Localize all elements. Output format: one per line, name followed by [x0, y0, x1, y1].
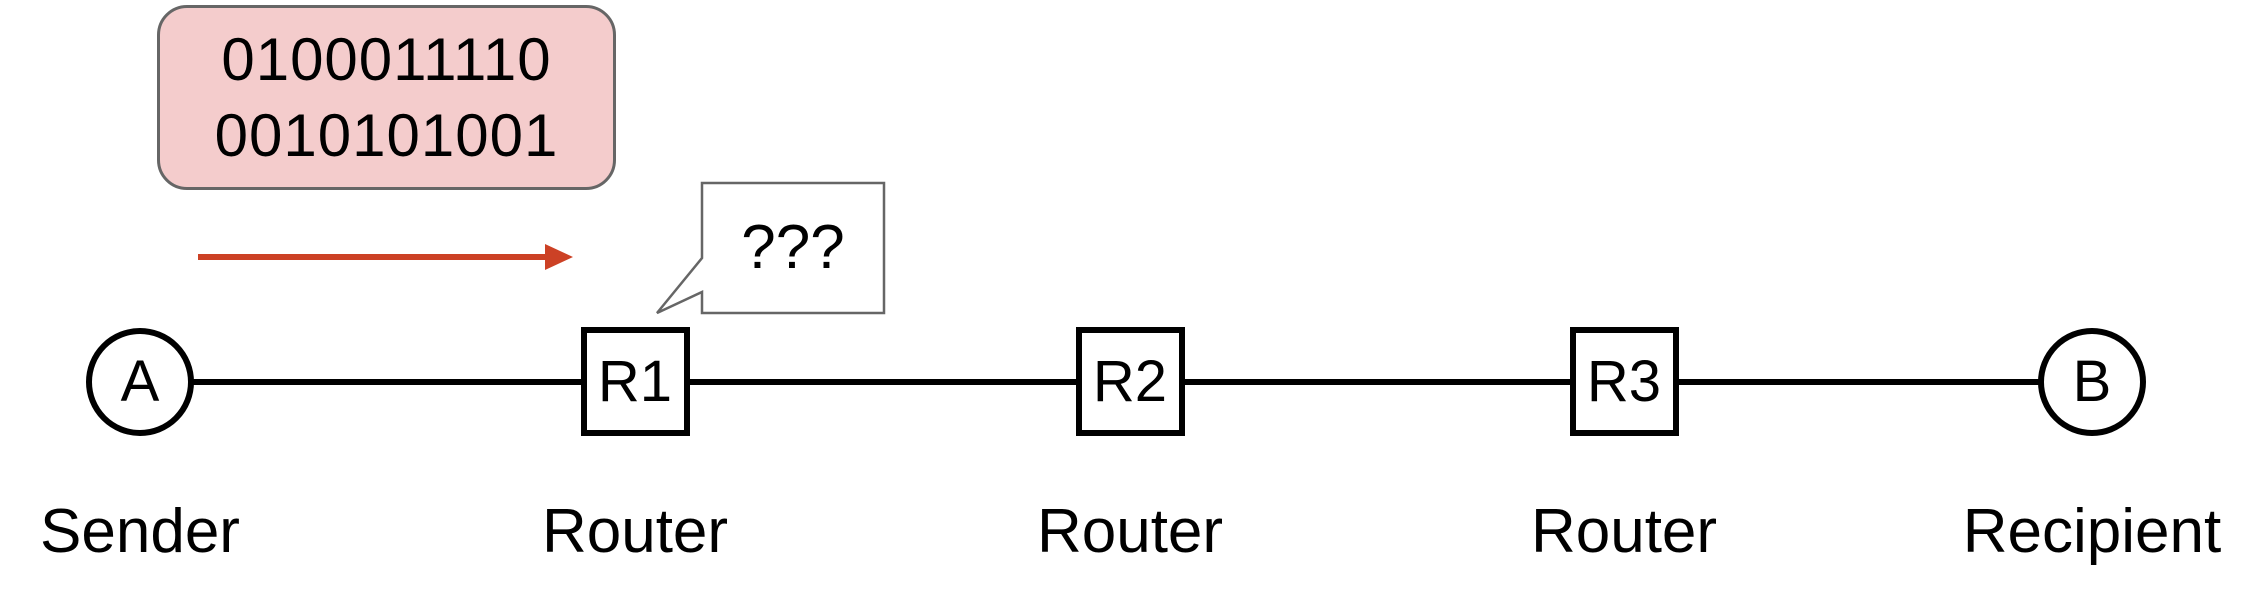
node-r3-label: R3: [1586, 349, 1662, 414]
caption-sender: Sender: [40, 497, 240, 566]
node-b-circle: [2038, 328, 2146, 436]
packet-bits-line-1: 0100011110: [221, 25, 552, 93]
speech-bubble-text: ???: [741, 213, 845, 282]
node-r1-label: R1: [597, 349, 673, 414]
direction-arrow: [198, 244, 573, 270]
caption-router-1: Router: [541, 497, 729, 566]
node-r2-label: R2: [1092, 349, 1168, 414]
node-r1-box: [581, 327, 690, 436]
packet-bits-line-2: 0010101001: [214, 101, 559, 169]
node-r3-box: [1570, 327, 1679, 436]
speech-bubble-outline: [656, 181, 886, 315]
caption-router-3: Router: [1530, 497, 1718, 566]
data-packet: 0100011110 0010101001: [157, 5, 616, 190]
caption-recipient: Recipient: [1962, 497, 2222, 566]
node-a-circle: [86, 328, 194, 436]
node-r2-box: [1076, 327, 1185, 436]
node-a-label: A: [120, 349, 160, 414]
node-b-label: B: [2072, 349, 2112, 414]
caption-router-2: Router: [1036, 497, 1224, 566]
